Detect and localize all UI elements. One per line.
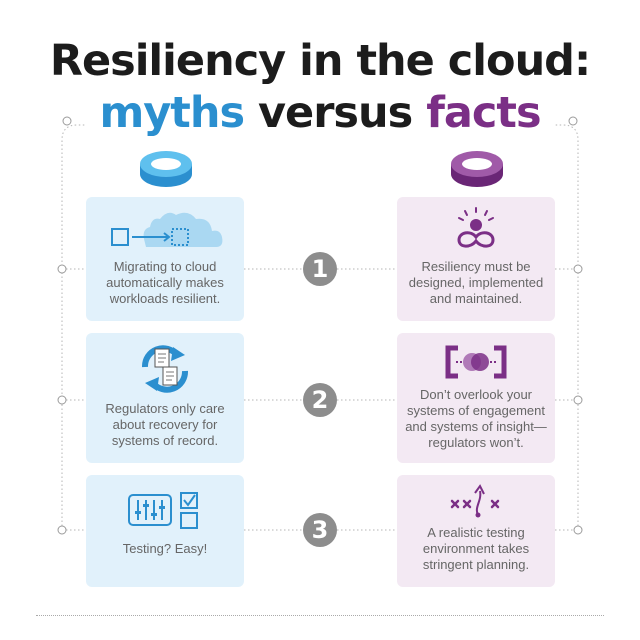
- title-line-2: myths versus facts: [0, 88, 640, 138]
- row-number-2: 2: [303, 383, 337, 417]
- title-versus: versus: [244, 88, 427, 138]
- fact-text-2: Don’t overlook your systems of engagemen…: [405, 387, 547, 450]
- myth-card-1: Migrating to cloud automatically makes w…: [86, 197, 244, 321]
- play-diagram-icon: [450, 484, 500, 518]
- ring-blue-icon: [140, 151, 192, 187]
- fact-card-3: A realistic testing environment takes st…: [397, 475, 555, 587]
- document-cycle-icon: [142, 345, 188, 393]
- fact-card-1: Resiliency must be designed, implemented…: [397, 197, 555, 321]
- sliders-checklist-icon: [128, 492, 198, 529]
- ring-purple-icon: [451, 151, 503, 187]
- title-facts: facts: [426, 88, 541, 138]
- title-myths: myths: [99, 88, 245, 138]
- myth-card-3: Testing? Easy!: [86, 475, 244, 587]
- bottom-divider: [36, 615, 604, 616]
- fact-text-3: A realistic testing environment takes st…: [422, 525, 530, 572]
- linked-circles-icon: [445, 345, 507, 379]
- myth-text-3: Testing? Easy!: [122, 541, 208, 556]
- myth-text-1: Migrating to cloud automatically makes w…: [106, 259, 224, 306]
- fact-text-1: Resiliency must be designed, implemented…: [408, 259, 544, 306]
- row-number-3: 3: [303, 513, 337, 547]
- cloud-migration-icon: [111, 212, 223, 247]
- meditating-person-icon: [457, 207, 495, 248]
- row-number-1: 1: [303, 252, 337, 286]
- fact-card-2: Don’t overlook your systems of engagemen…: [397, 333, 555, 463]
- myth-text-2: Regulators only care about recovery for …: [105, 401, 225, 448]
- title-line-1: Resiliency in the cloud:: [49, 36, 591, 86]
- myth-card-2: Regulators only care about recovery for …: [86, 333, 244, 463]
